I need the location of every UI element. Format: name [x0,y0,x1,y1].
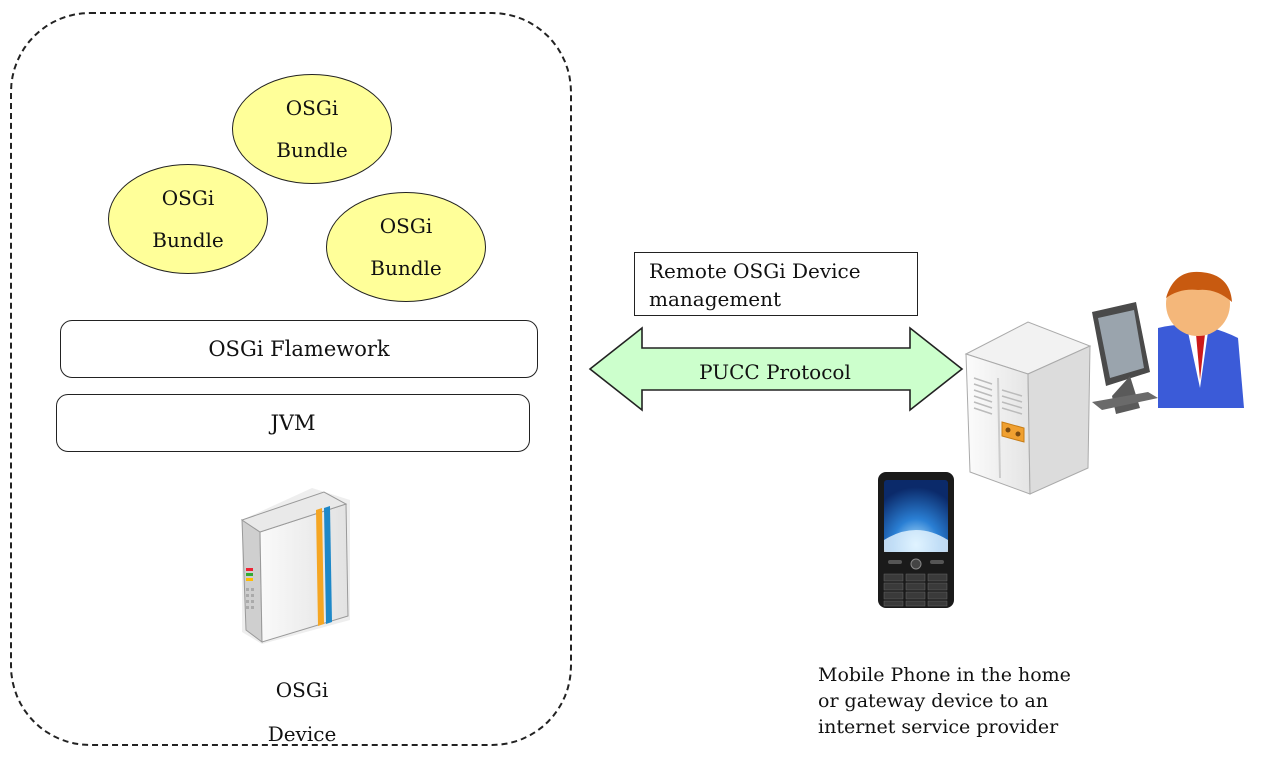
management-line2: management [649,287,782,311]
osgi-framework-layer: OSGi Flamework [60,320,538,378]
device-label-device: Device [267,722,337,746]
remote-caption: Mobile Phone in the home or gateway devi… [818,662,1071,740]
user-at-computer-icon [1092,271,1244,414]
pucc-double-arrow [588,326,964,412]
bundle-label-line1: OSGi [379,214,433,238]
jvm-label: JVM [270,411,316,435]
caption-line1: Mobile Phone in the home [818,664,1071,686]
jvm-layer: JVM [56,394,530,452]
caption-line3: internet service provider [818,716,1059,738]
management-line1: Remote OSGi Device [649,259,861,283]
device-label-osgi: OSGi [275,678,329,702]
osgi-bundle-right: OSGi Bundle [326,192,486,302]
bundle-label-line2: Bundle [152,228,224,252]
server-icon [964,321,1092,495]
osgi-bundle-top: OSGi Bundle [232,74,392,184]
osgi-bundle-left: OSGi Bundle [108,164,268,274]
bundle-label-line1: OSGi [161,186,215,210]
framework-label: OSGi Flamework [208,337,390,361]
protocol-label: PUCC Protocol [699,360,851,384]
remote-management-box: Remote OSGi Device management [634,252,918,316]
bundle-label-line1: OSGi [285,96,339,120]
osgi-device-container [10,12,572,746]
caption-line2: or gateway device to an [818,690,1049,712]
mobile-phone-icon [878,472,954,608]
bundle-label-line2: Bundle [276,138,348,162]
gateway-device-icon [240,488,350,644]
bundle-label-line2: Bundle [370,256,442,280]
